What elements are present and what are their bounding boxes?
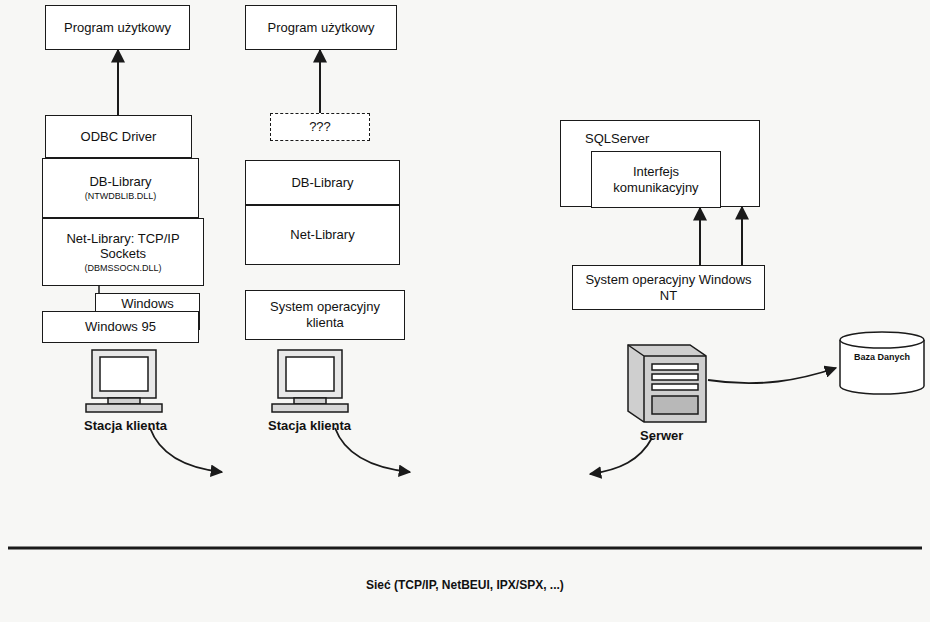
box-label: Interfejs komunikacyjny	[596, 164, 716, 195]
box-label: SQLServer	[585, 131, 649, 147]
file-name: (NTWDBLIB.DLL)	[85, 191, 157, 202]
app-box: Program użytkowy	[45, 5, 190, 50]
cylinder-shape	[838, 330, 926, 396]
connector-arrow	[319, 50, 321, 113]
box-label: System operacyjny Windows NT	[577, 272, 760, 303]
os-box: System operacyjny klienta	[245, 290, 405, 340]
flow-arrow	[150, 428, 222, 472]
box-label: Baza Danych	[854, 352, 910, 363]
library-box: DB-Library	[245, 160, 400, 205]
box-label: Net-Library: TCP/IP Sockets	[47, 231, 199, 262]
computer-icon	[272, 350, 348, 412]
box-label: System operacyjny klienta	[250, 299, 400, 330]
connector-arrow	[117, 50, 119, 115]
box-label: Program użytkowy	[268, 20, 375, 36]
box-label: ???	[309, 119, 331, 135]
library-box: Net-Library	[245, 205, 400, 265]
box-label: DB-Library	[291, 175, 353, 191]
flow-arrow	[335, 428, 410, 472]
server-box: SQLServerInterfejs komunikacyjny	[560, 120, 760, 207]
interface-box: Interfejs komunikacyjny	[591, 151, 721, 208]
library-box: Net-Library: TCP/IP Sockets(DBMSSOCN.DLL…	[42, 218, 204, 286]
station-caption: Stacja klienta	[84, 418, 167, 433]
connector-arrow	[699, 208, 701, 265]
flow-arrow	[590, 438, 652, 474]
box-label: Windows 95	[85, 319, 156, 335]
box-label: Net-Library	[290, 227, 354, 243]
server-caption: Serwer	[640, 428, 683, 443]
file-name: (DBMSSOCN.DLL)	[84, 263, 161, 274]
computer-icon	[86, 350, 162, 412]
app-box: Program użytkowy	[245, 5, 397, 50]
server-icon	[628, 345, 706, 422]
driver-box: ODBC Driver	[45, 115, 192, 158]
box-label: ODBC Driver	[81, 129, 157, 145]
os-box: Windows 95	[42, 311, 199, 343]
network-line	[8, 547, 922, 550]
network-caption: Sieć (TCP/IP, NetBEUI, IPX/SPX, ...)	[366, 578, 564, 592]
flow-arrow	[708, 368, 836, 383]
connector-arrow	[98, 286, 100, 293]
box-label: Program użytkowy	[64, 20, 171, 36]
unknown-box: ???	[270, 113, 370, 141]
box-label: DB-Library	[89, 174, 151, 190]
connector-arrow	[741, 207, 743, 265]
station-caption: Stacja klienta	[268, 418, 351, 433]
os-box: System operacyjny Windows NT	[572, 265, 765, 310]
library-box: DB-Library(NTWDBLIB.DLL)	[42, 158, 199, 218]
database-cylinder: Baza Danych	[838, 330, 926, 396]
